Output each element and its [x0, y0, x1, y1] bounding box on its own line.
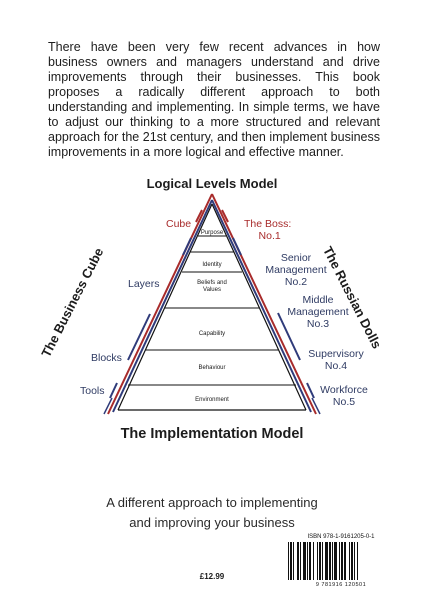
back-cover-blurb: There have been very few recent advances…: [48, 40, 380, 159]
implementation-model-title: The Implementation Model: [120, 426, 304, 442]
top-red-bars: [195, 209, 229, 223]
level-environment: Environment: [195, 397, 229, 403]
label-tools: Tools: [80, 385, 105, 397]
right-bracket-bars: [232, 237, 315, 399]
label-layers: Layers: [128, 278, 160, 290]
label-the-boss: The Boss: No.1: [244, 218, 292, 242]
barcode: [288, 542, 358, 580]
barcode-bars: [288, 542, 358, 580]
label-workforce: Workforce No.5: [320, 384, 368, 408]
level-identity: Identity: [202, 262, 222, 268]
label-senior-management: Senior Management No.2: [265, 252, 327, 288]
left-bracket-bars: [109, 237, 192, 399]
logical-levels-title: Logical Levels Model: [146, 176, 278, 191]
level-purpose: Purpose: [200, 230, 224, 236]
label-supervisory: Supervisory No.4: [308, 348, 364, 372]
barcode-number: 9 781916 120501: [315, 582, 367, 588]
level-behaviour: Behaviour: [198, 365, 226, 371]
pyramid-level-dividers: [128, 235, 296, 386]
level-capability: Capability: [198, 331, 226, 337]
level-beliefs-values: Beliefs and Values: [197, 280, 227, 293]
price: £12.99: [199, 572, 225, 581]
tagline: A different approach to implementing and…: [106, 495, 318, 530]
label-blocks: Blocks: [91, 352, 122, 364]
side-frames: [103, 397, 321, 415]
label-cube: Cube: [166, 218, 192, 230]
pyramid-outline: [107, 193, 317, 415]
label-middle-management: Middle Management No.3: [287, 294, 349, 330]
isbn-text: ISBN 978-1-9161205-0-1: [307, 534, 375, 540]
